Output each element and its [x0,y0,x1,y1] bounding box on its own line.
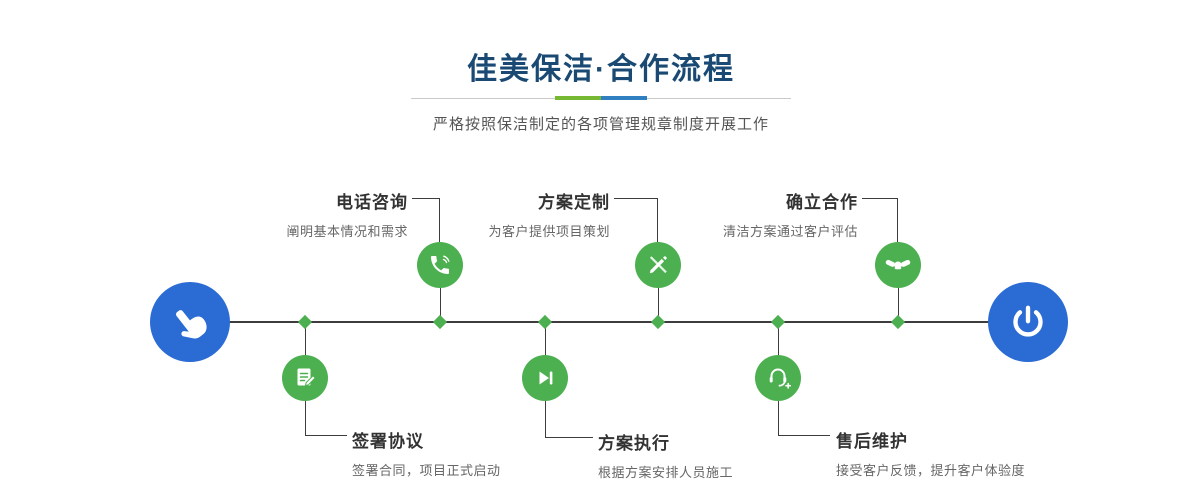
divider-accent-blue [601,96,647,100]
step-icon-circle [522,355,568,401]
step-icon-circle [417,242,463,288]
step-description: 清洁方案通过客户评估 [722,224,858,239]
divider-accent-green [555,96,601,100]
step-description: 为客户提供项目策划 [488,224,610,239]
pointer-hand-icon [168,300,212,344]
stem-line [545,323,546,355]
page-subtitle: 严格按照保洁制定的各项管理规章制度开展工作 [432,116,769,133]
step-description: 根据方案安排人员施工 [598,465,734,480]
contract-sign-icon [293,366,317,390]
step-plan-execute: 方案执行 根据方案安排人员施工 [598,429,838,481]
play-step-icon [533,366,557,390]
timeline-marker-diamond [650,314,666,330]
power-icon [1008,302,1048,342]
stem-line [440,288,441,321]
pen-ruler-icon [646,253,670,277]
step-description: 签署合同，项目正式启动 [352,463,501,478]
step-phone-consult: 电话咨询 阐明基本情况和需求 [198,188,408,240]
step-icon-circle [635,242,681,288]
divider-line-right [647,97,791,99]
divider-line-left [411,97,555,99]
timeline-marker-diamond [890,314,906,330]
step-title: 售后维护 [836,432,908,451]
stem-line [898,288,899,321]
title-divider [411,96,791,100]
timeline-start-node [150,282,230,362]
step-icon-circle [755,355,801,401]
customer-support-icon [765,366,791,390]
step-title: 方案执行 [598,434,670,453]
label-connector [545,401,593,438]
timeline-marker-diamond [432,314,448,330]
stem-line [658,288,659,321]
handshake-icon [885,252,911,278]
step-description: 接受客户反馈，提升客户体验度 [836,463,1026,478]
label-connector [305,401,347,436]
step-title: 确立合作 [786,193,858,212]
timeline-axis [195,321,1025,323]
stem-line [305,323,306,355]
label-connector [412,198,440,242]
step-after-sales: 售后维护 接受客户反馈，提升客户体验度 [836,427,1076,479]
phone-call-icon [428,253,452,277]
timeline-marker-diamond [297,314,313,330]
step-title: 签署协议 [352,432,424,451]
label-connector [614,198,658,242]
timeline-marker-diamond [770,314,786,330]
step-establish-cooperation: 确立合作 清洁方案通过客户评估 [648,188,858,240]
step-title: 电话咨询 [336,193,408,212]
step-title: 方案定制 [538,193,610,212]
stem-line [778,323,779,355]
step-icon-circle [875,242,921,288]
timeline-marker-diamond [537,314,553,330]
label-connector [778,401,830,436]
step-sign-agreement: 签署协议 签署合同，项目正式启动 [352,427,592,479]
label-connector [862,198,898,242]
timeline-end-node [988,282,1068,362]
step-plan-customize: 方案定制 为客户提供项目策划 [400,188,610,240]
step-description: 阐明基本情况和需求 [286,224,408,239]
step-icon-circle [282,355,328,401]
page-title: 佳美保洁·合作流程 [467,53,735,86]
